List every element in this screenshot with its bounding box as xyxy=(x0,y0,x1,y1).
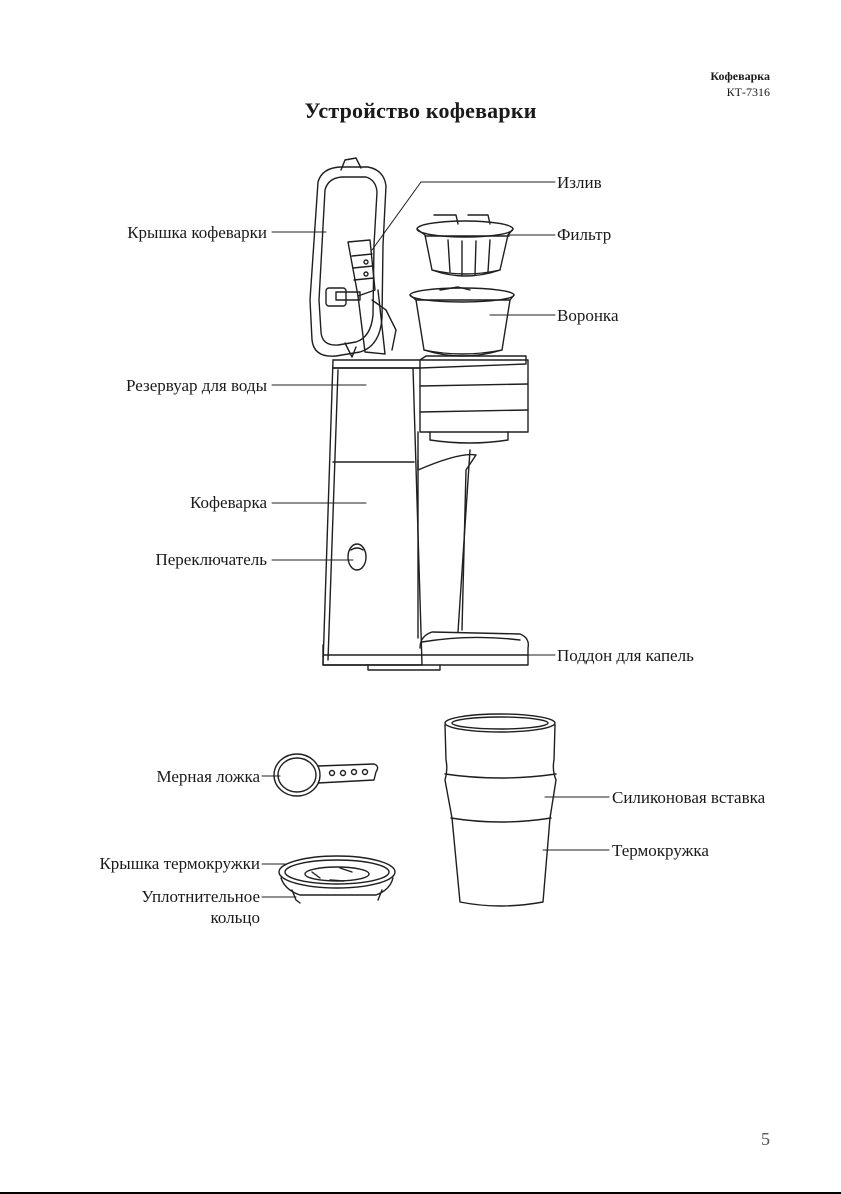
label-switch: Переключатель xyxy=(155,551,267,568)
thermo-mug-drawing xyxy=(445,714,556,906)
mug-lid-drawing xyxy=(279,856,395,903)
label-body: Кофеварка xyxy=(190,494,267,511)
label-seal-line2: кольцо xyxy=(210,909,260,926)
label-filter: Фильтр xyxy=(557,226,611,243)
scoop-drawing xyxy=(274,754,378,796)
funnel-drawing xyxy=(410,287,514,356)
label-scoop: Мерная ложка xyxy=(156,768,260,785)
label-mug-lid: Крышка термокружки xyxy=(99,855,260,872)
label-sleeve: Силиконовая вставка xyxy=(612,789,765,806)
label-mug: Термокружка xyxy=(612,842,709,859)
label-seal-line1: Уплотнительное xyxy=(141,888,260,905)
label-spout: Излив xyxy=(557,174,602,191)
filter-drawing xyxy=(417,215,513,276)
machine-body-drawing xyxy=(323,356,528,670)
label-lid: Крышка кофеварки xyxy=(127,224,267,241)
label-drip-tray: Поддон для капель xyxy=(557,647,694,664)
label-reservoir: Резервуар для воды xyxy=(126,377,267,394)
lid-drawing xyxy=(310,158,386,357)
page-number: 5 xyxy=(761,1129,770,1150)
label-funnel: Воронка xyxy=(557,307,618,324)
spout-drawing xyxy=(336,240,396,354)
